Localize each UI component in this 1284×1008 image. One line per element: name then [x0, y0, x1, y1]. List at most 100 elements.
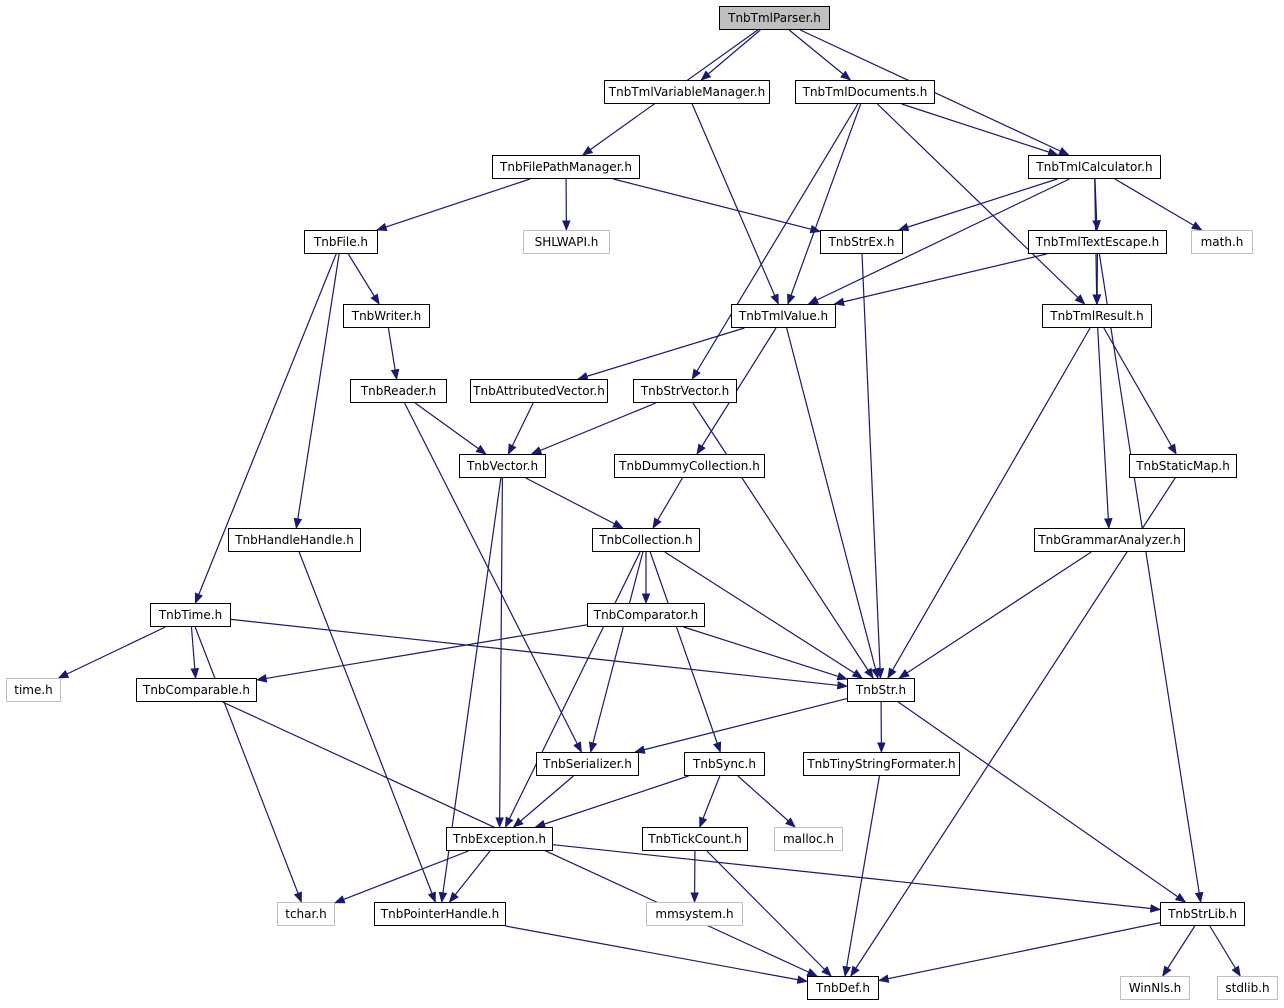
- edge-file-to-writer: [347, 253, 380, 305]
- edge-coll-to-exc: [504, 551, 641, 828]
- edge-dummy-to-coll: [652, 477, 683, 529]
- edge-file-to-handle: [293, 253, 340, 530]
- edge-file-to-time: [194, 253, 337, 605]
- edge-docs-to-strvec: [691, 103, 859, 380]
- edge-strlib-to-winnls: [1162, 925, 1196, 977]
- edge-serial-to-exc: [512, 775, 574, 828]
- node-stdlib[interactable]: stdlib.h: [1217, 976, 1278, 1000]
- edge-comparator-to-comparable: [255, 624, 588, 683]
- edge-reader-to-serial: [404, 402, 582, 753]
- node-tnbcomparable[interactable]: TnbComparable.h: [136, 678, 257, 702]
- edge-time-to-str: [230, 618, 849, 690]
- node-tnbtmlresult[interactable]: TnbTmlResult.h: [1042, 304, 1152, 328]
- edge-textesc-to-strlib: [1098, 253, 1204, 904]
- node-tnbstaticmap[interactable]: TnbStaticMap.h: [1129, 454, 1237, 478]
- edge-exc-to-ptrhandle: [448, 850, 491, 903]
- edge-handle-to-ptrhandle: [298, 551, 436, 904]
- edge-strlib-to-stdlib: [1209, 925, 1241, 977]
- node-tnbstr[interactable]: TnbStr.h: [847, 678, 915, 702]
- edge-strlib-to-def: [877, 922, 1161, 983]
- node-tnbexception[interactable]: TnbException.h: [446, 827, 553, 851]
- edge-result-to-str: [887, 327, 1091, 679]
- node-tnbattributedvector[interactable]: TnbAttributedVector.h: [470, 379, 608, 403]
- edge-exc-to-tchar: [333, 850, 469, 904]
- edge-calc-to-value: [807, 178, 1070, 305]
- edge-coll-to-sync: [649, 551, 722, 754]
- edge-fpm-to-strex: [613, 178, 822, 234]
- edge-sync-to-tick: [699, 775, 721, 829]
- edge-vector-to-exc: [495, 477, 504, 829]
- edge-coll-to-serial: [588, 551, 644, 754]
- node-tnbsync[interactable]: TnbSync.h: [684, 752, 765, 776]
- node-tnbvector[interactable]: TnbVector.h: [459, 454, 546, 478]
- edge-tiny-to-def: [842, 775, 881, 978]
- node-tnbfile[interactable]: TnbFile.h: [304, 230, 378, 254]
- node-tchar[interactable]: tchar.h: [277, 902, 335, 926]
- node-tnbtinystringformater[interactable]: TnbTinyStringFormater.h: [803, 752, 960, 776]
- node-tnbtime[interactable]: TnbTime.h: [150, 603, 231, 627]
- edge-value-to-str: [786, 327, 880, 680]
- node-tnbpointerhandle[interactable]: TnbPointerHandle.h: [374, 902, 506, 926]
- node-tnbhandlehandle[interactable]: TnbHandleHandle.h: [228, 528, 361, 552]
- node-tnbtmldocuments[interactable]: TnbTmlDocuments.h: [795, 80, 935, 104]
- node-tnbstrvector[interactable]: TnbStrVector.h: [633, 379, 737, 403]
- node-tnbdummycollection[interactable]: TnbDummyCollection.h: [614, 454, 765, 478]
- edge-varmgr-to-value: [691, 103, 779, 305]
- node-tnbtickcount[interactable]: TnbTickCount.h: [642, 827, 748, 851]
- edge-result-to-staticmap: [1103, 327, 1177, 455]
- edge-grammar-to-str: [898, 551, 1092, 679]
- edge-time-to-tchar: [194, 626, 302, 904]
- node-mmsystem[interactable]: mmsystem.h: [646, 902, 743, 926]
- edge-fpm-to-file: [375, 178, 531, 232]
- node-tnbtmltextescape[interactable]: TnbTmlTextEscape.h: [1028, 230, 1167, 254]
- node-tnbwriter[interactable]: TnbWriter.h: [343, 304, 430, 328]
- edge-strvec-to-vector: [530, 402, 657, 455]
- edge-exc-to-strlib: [552, 844, 1162, 913]
- node-shlwapi[interactable]: SHLWAPI.h: [523, 230, 610, 254]
- node-tnbcomparator[interactable]: TnbComparator.h: [587, 603, 705, 627]
- edge-ptrhandle-to-def: [505, 925, 809, 984]
- edge-str-to-serial: [634, 697, 848, 754]
- node-tnbgrammaranalyzer[interactable]: TnbGrammarAnalyzer.h: [1034, 528, 1185, 552]
- node-tnbfilepathmanager[interactable]: TnbFilePathManager.h: [492, 155, 640, 179]
- node-tnbtmlvalue[interactable]: TnbTmlValue.h: [731, 304, 836, 328]
- edge-strex-to-str: [861, 253, 885, 680]
- edge-root-to-varmgr: [700, 29, 761, 81]
- edge-str-to-strlib: [897, 701, 1187, 903]
- edge-docs-to-value: [787, 103, 862, 306]
- node-tnbstrex[interactable]: TnbStrEx.h: [820, 230, 903, 254]
- edge-strvec-to-str: [692, 402, 874, 679]
- edge-value-to-attrvec: [577, 327, 745, 381]
- edge-time-to-comparable: [190, 626, 200, 680]
- edge-tick-to-def: [706, 850, 832, 977]
- edge-writer-to-reader: [387, 327, 400, 381]
- edge-time-to-timeh: [57, 626, 166, 679]
- edge-sync-to-exc: [534, 775, 689, 829]
- node-winnls[interactable]: WinNls.h: [1120, 976, 1190, 1000]
- node-tnbcollection[interactable]: TnbCollection.h: [592, 528, 700, 552]
- edge-root-to-docs: [788, 29, 852, 81]
- edge-comparator-to-str: [683, 626, 849, 681]
- node-malloc[interactable]: malloc.h: [774, 827, 843, 851]
- node-tnbtmlparser[interactable]: TnbTmlParser.h: [719, 6, 830, 30]
- node-tnbreader[interactable]: TnbReader.h: [350, 379, 447, 403]
- edge-calc-to-math: [1114, 178, 1203, 231]
- edge-calc-to-strex: [897, 178, 1058, 232]
- edge-textesc-to-value: [833, 253, 1047, 306]
- edge-sync-to-malloc: [737, 775, 796, 828]
- node-tnbtmlcalculator[interactable]: TnbTmlCalculator.h: [1028, 155, 1161, 179]
- edge-reader-to-vector: [414, 402, 487, 455]
- node-tnbdef[interactable]: TnbDef.h: [807, 976, 879, 1000]
- node-time[interactable]: time.h: [6, 678, 61, 702]
- edge-coll-to-str: [664, 551, 864, 679]
- edge-result-to-grammar: [1097, 327, 1113, 530]
- edge-attrvec-to-vector: [507, 402, 534, 455]
- node-tnbstrlib[interactable]: TnbStrLib.h: [1160, 902, 1245, 926]
- edge-docs-to-calc: [901, 103, 1059, 157]
- node-tnbtmlvariablemanager[interactable]: TnbTmlVariableManager.h: [604, 80, 770, 104]
- edge-vector-to-coll: [525, 477, 624, 529]
- edge-staticmap-to-def: [850, 477, 1176, 977]
- node-math[interactable]: math.h: [1191, 230, 1253, 254]
- node-tnbserializer[interactable]: TnbSerializer.h: [536, 752, 639, 776]
